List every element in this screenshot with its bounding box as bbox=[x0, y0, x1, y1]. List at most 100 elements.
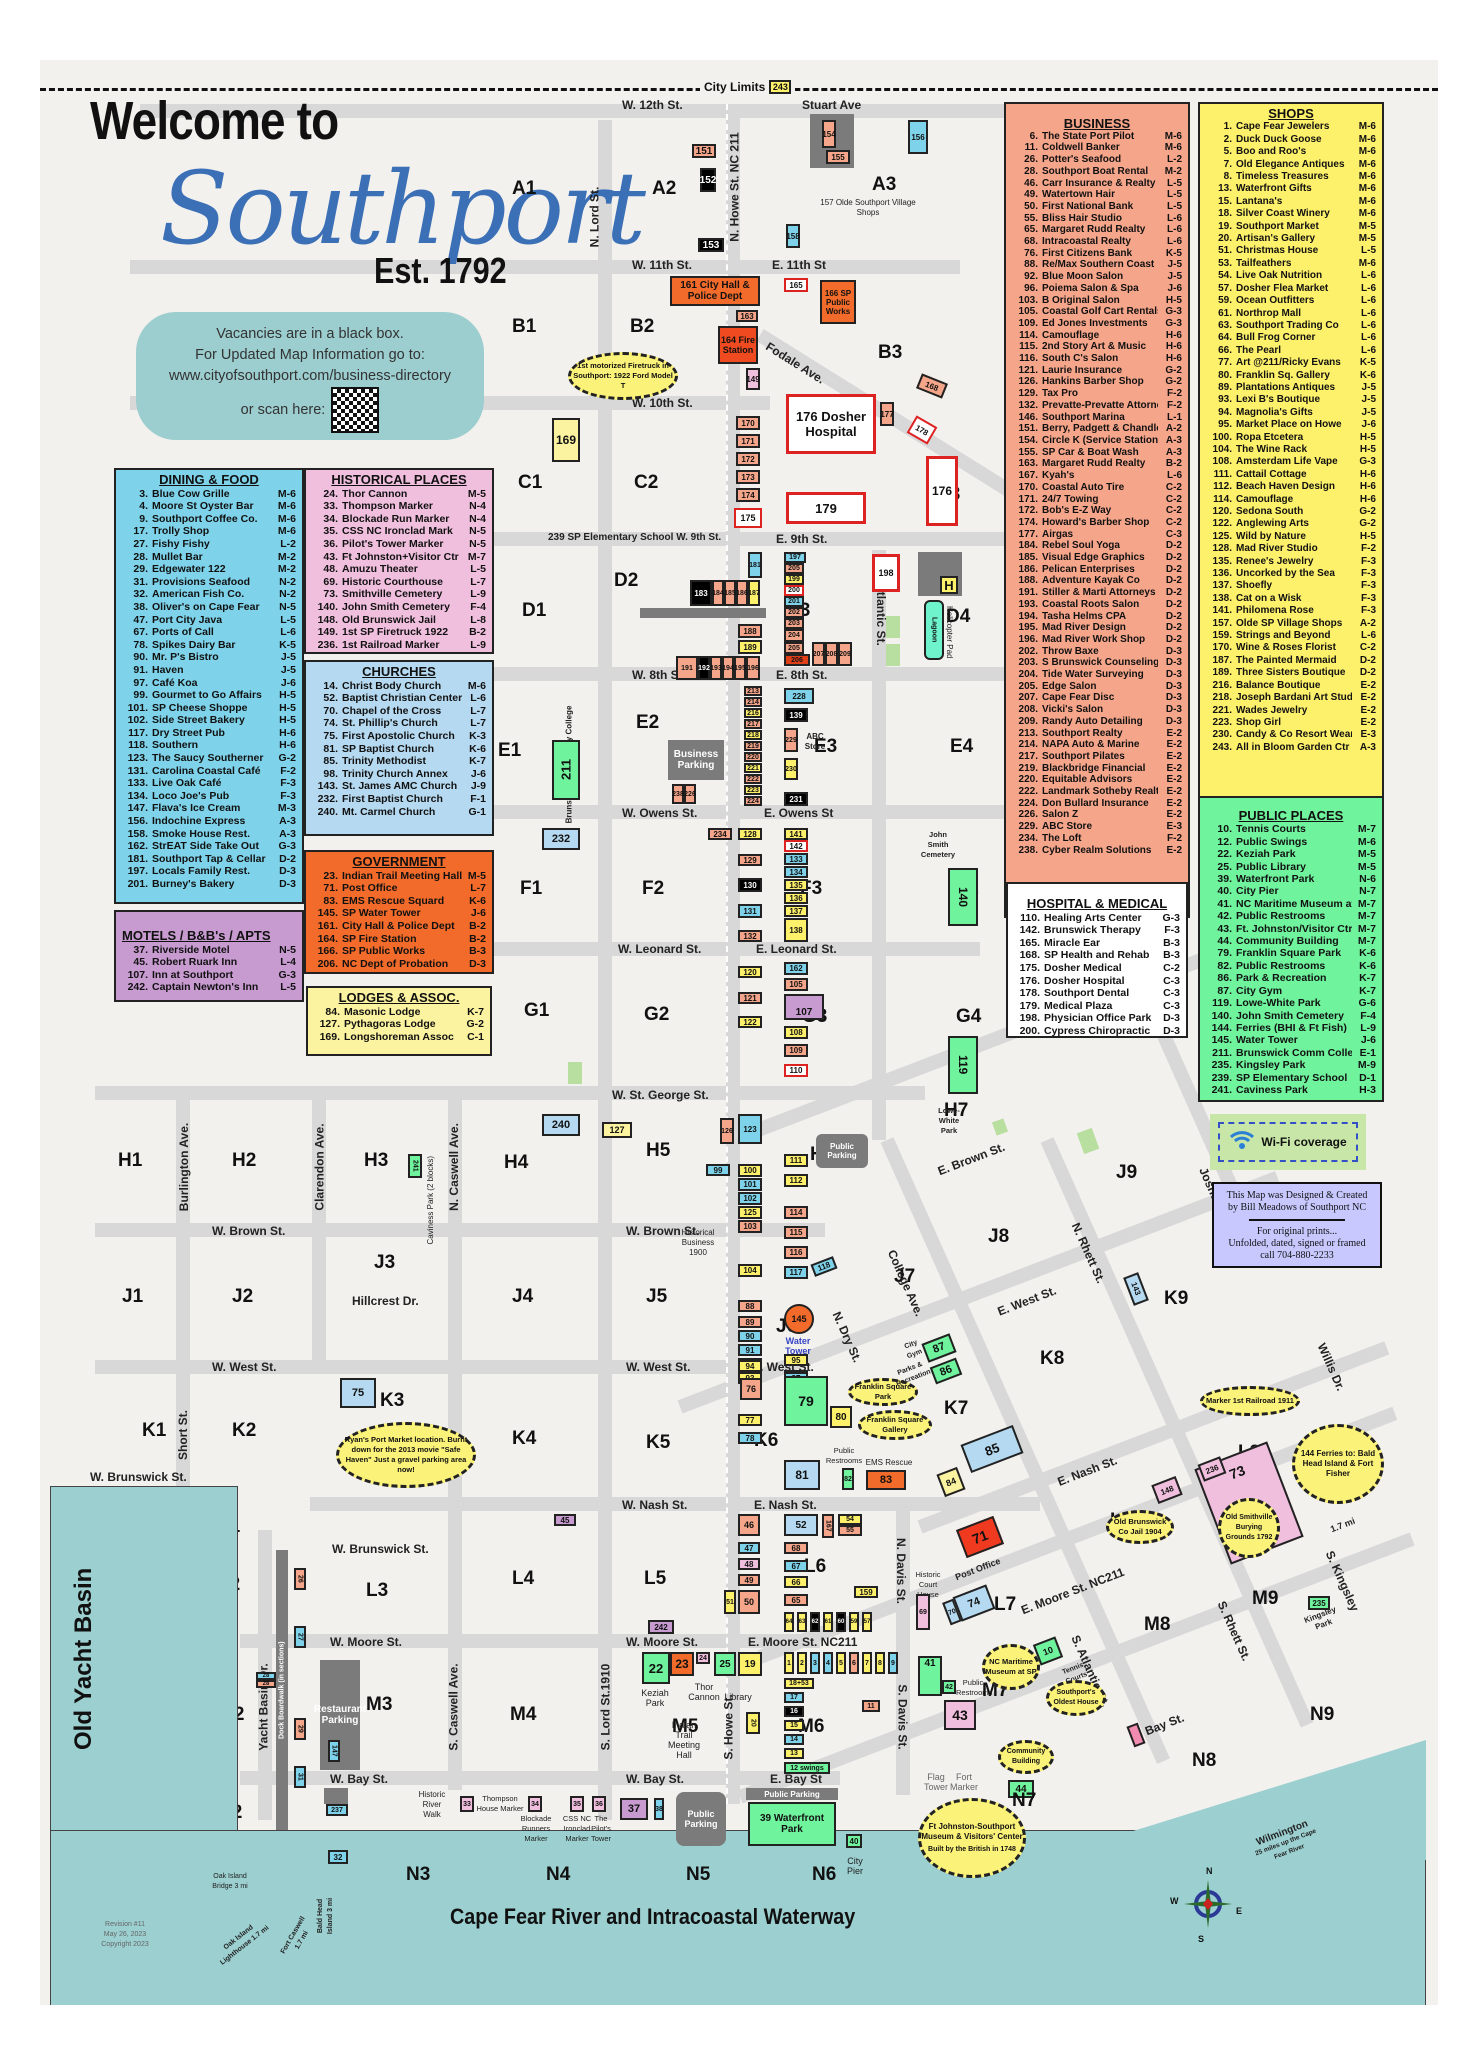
place-228[interactable]: 228 bbox=[784, 688, 814, 704]
place-241[interactable]: 241 bbox=[408, 1154, 422, 1178]
directory-link[interactable]: www.cityofsouthport.com/business-directo… bbox=[168, 368, 452, 384]
place-110[interactable]: 110 bbox=[784, 1064, 808, 1077]
place-189[interactable]: 189 bbox=[738, 640, 762, 654]
place-153[interactable]: 153 bbox=[698, 238, 724, 252]
place-156[interactable]: 156 bbox=[908, 120, 928, 154]
place-17[interactable]: 17 bbox=[784, 1692, 804, 1703]
place-40[interactable]: 40 bbox=[846, 1834, 862, 1848]
place-117[interactable]: 117 bbox=[784, 1266, 808, 1279]
place-54[interactable]: 54 bbox=[838, 1514, 862, 1525]
place-195[interactable]: 195 bbox=[734, 656, 746, 680]
place-221[interactable]: 221 bbox=[744, 763, 762, 773]
place-232[interactable]: 232 bbox=[542, 828, 580, 850]
place-211[interactable]: 211 bbox=[552, 740, 580, 800]
place-81[interactable]: 81 bbox=[784, 1460, 820, 1490]
place-199[interactable]: 199 bbox=[784, 574, 804, 585]
place-6[interactable]: 6 bbox=[849, 1652, 859, 1674]
place-57[interactable]: 57 bbox=[862, 1612, 872, 1632]
place-192[interactable]: 192 bbox=[698, 656, 710, 680]
place-213[interactable]: 213 bbox=[744, 686, 762, 696]
place-139[interactable]: 139 bbox=[784, 708, 808, 722]
place-78[interactable]: 78 bbox=[738, 1432, 762, 1444]
place-242[interactable]: 242 bbox=[648, 1620, 674, 1634]
legend-entry[interactable]: 41.NC Maritime Museum at SPM-7 bbox=[1206, 898, 1376, 910]
shop-243[interactable]: 243 bbox=[769, 80, 792, 94]
place-165[interactable]: 165 bbox=[784, 278, 808, 292]
place-3[interactable]: 3 bbox=[810, 1652, 820, 1674]
place-105[interactable]: 105 bbox=[784, 978, 808, 991]
place-8[interactable]: 8 bbox=[875, 1652, 885, 1674]
place-104[interactable]: 104 bbox=[738, 1264, 762, 1277]
place-85[interactable]: 85 bbox=[960, 1424, 1024, 1474]
place-205[interactable]: 205 bbox=[784, 642, 804, 654]
place-198[interactable]: 198 bbox=[872, 554, 900, 592]
place-193[interactable]: 193 bbox=[710, 656, 722, 680]
place-11[interactable]: 11 bbox=[862, 1700, 880, 1712]
place-203[interactable]: 203 bbox=[784, 618, 804, 629]
place-88[interactable]: 88 bbox=[738, 1300, 762, 1312]
place-217[interactable]: 217 bbox=[744, 719, 762, 729]
place-41[interactable]: 41 bbox=[918, 1656, 942, 1696]
place-94[interactable]: 94 bbox=[738, 1360, 762, 1372]
place-44[interactable]: 44 bbox=[1008, 1780, 1034, 1798]
place-68[interactable]: 68 bbox=[784, 1542, 808, 1554]
place-33[interactable]: 33 bbox=[460, 1796, 474, 1812]
place-24[interactable]: 24 bbox=[696, 1652, 710, 1664]
place-100[interactable]: 100 bbox=[738, 1164, 762, 1177]
